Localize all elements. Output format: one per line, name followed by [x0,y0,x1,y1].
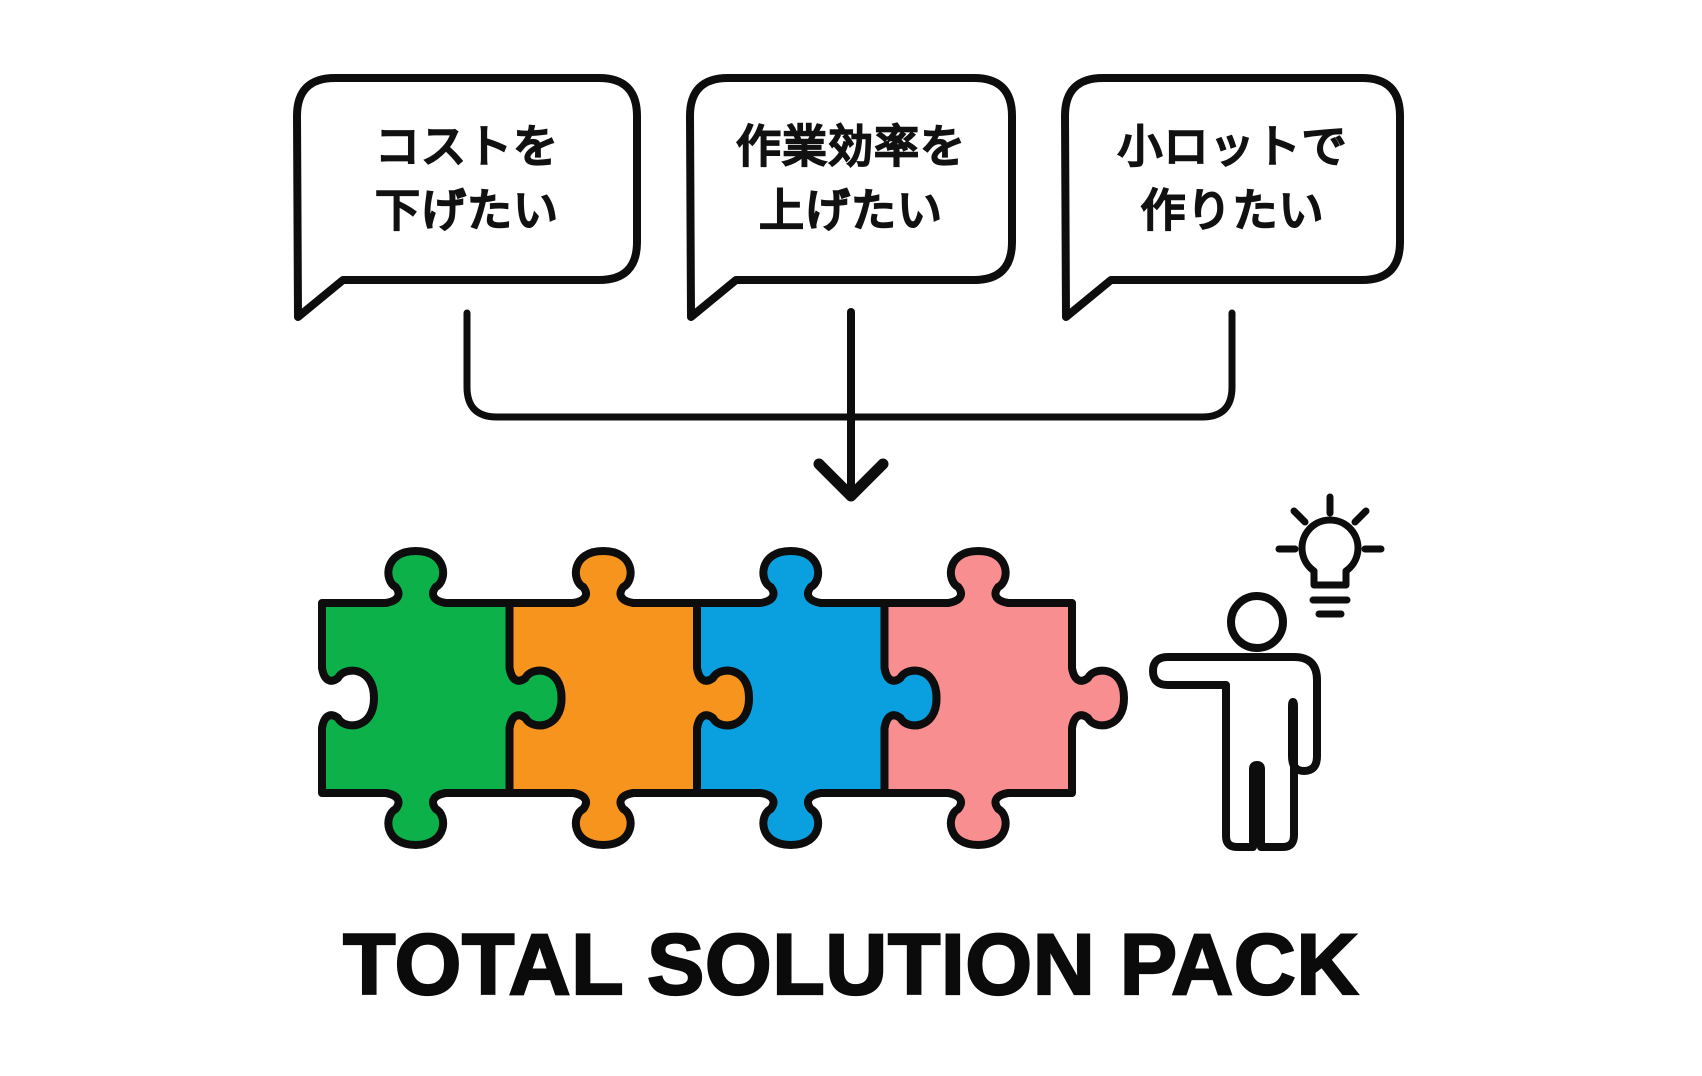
puzzle-piece-green [318,547,566,849]
bubble-text-efficiency: 作業効率を 上げたい [735,121,966,237]
speech-bubble-3 [1061,74,1404,321]
bulb-ray-upper-right [1351,507,1370,526]
person-head [1227,592,1287,652]
speech-bubbles [293,74,1404,321]
arrow-head-icon [813,458,889,502]
page-title: TOTAL SOLUTION PACK [342,916,1360,1014]
bulb-glass [1298,516,1362,589]
puzzle-row [318,547,1128,849]
bubble-text-cost: コストを 下げたい [374,121,559,237]
bulb-ray-upper-left [1290,507,1309,526]
person-icon [1149,592,1321,851]
speech-bubble-2 [686,74,1016,321]
speech-bubble-1 [293,74,641,321]
lightbulb-icon [1275,493,1385,618]
connector-arrow [463,308,1236,502]
bubble-text-small-lot: 小ロットで 作りたい [1117,121,1348,237]
person-body [1149,653,1321,851]
